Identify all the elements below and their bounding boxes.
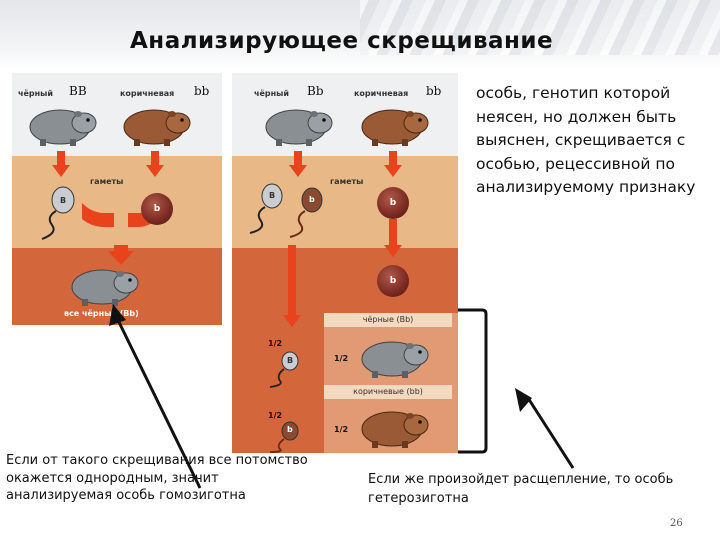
right-annotation-arrow: [515, 388, 573, 468]
right-bracket: [458, 310, 486, 452]
page-number: 26: [670, 518, 683, 529]
heterozygous-conclusion-text: Если же произойдет расщепление, то особь…: [368, 470, 718, 508]
homozygous-conclusion-text: Если от такого скрещивания все потомство…: [6, 452, 326, 505]
definition-text: особь, генотип которой неясен, но должен…: [476, 82, 716, 200]
